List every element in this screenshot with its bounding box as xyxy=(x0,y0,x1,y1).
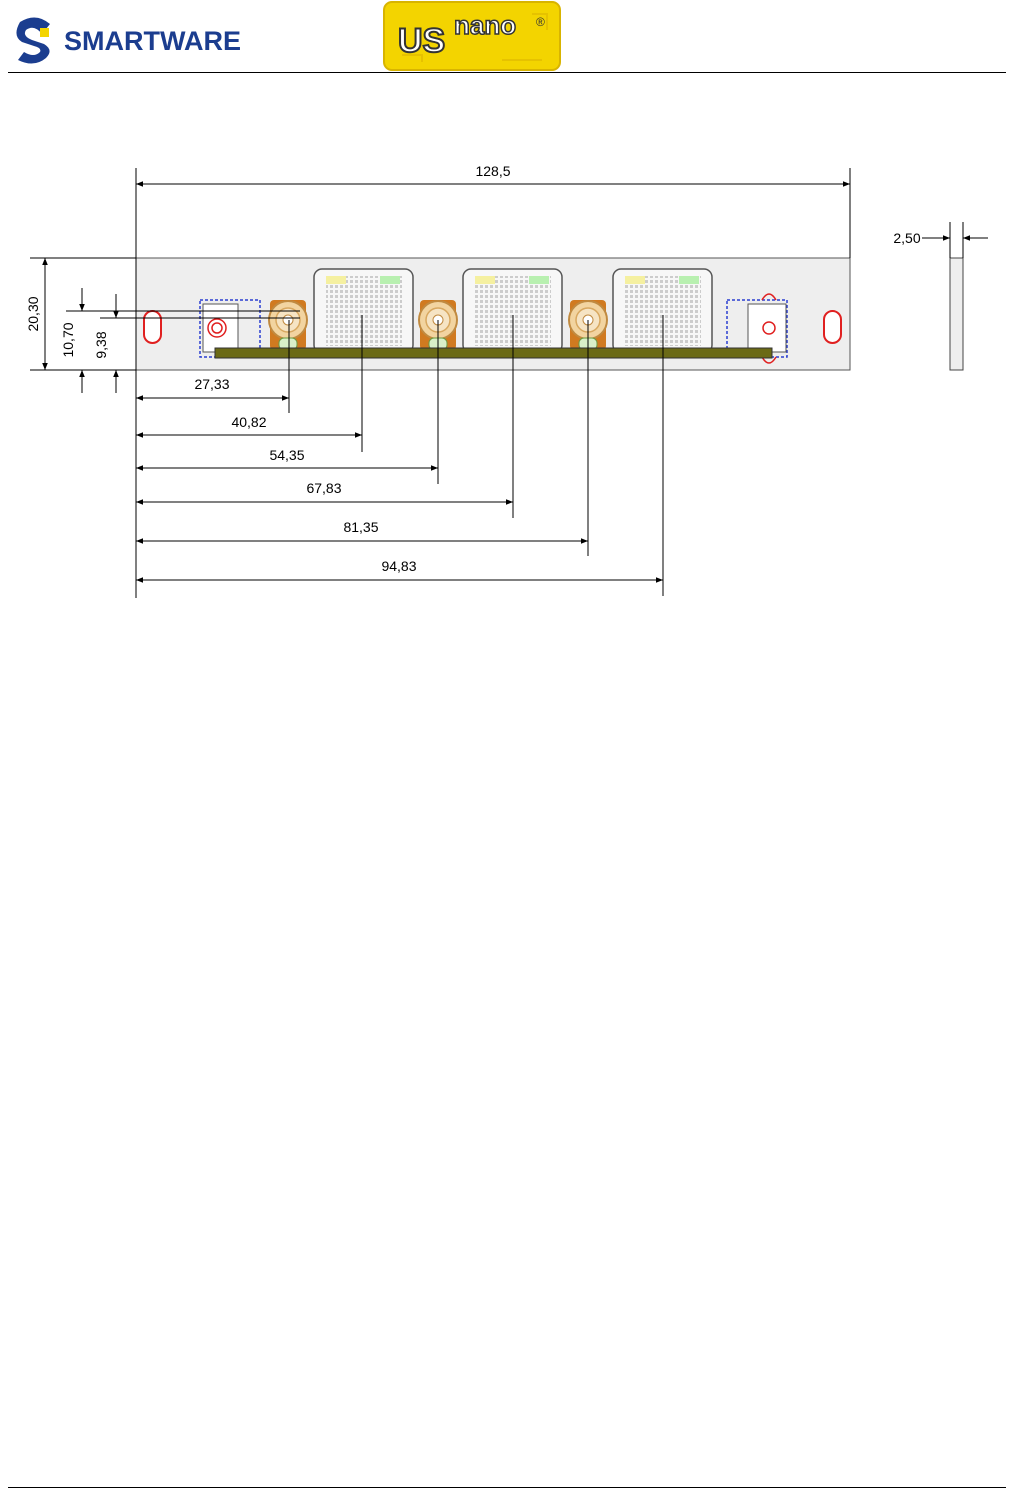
dim-label-overall: 128,5 xyxy=(475,163,510,179)
footer-rule xyxy=(8,1487,1006,1488)
dim-label-pos-1: 27,33 xyxy=(194,376,229,392)
display-module-1 xyxy=(314,269,413,353)
dim-label-pos-5: 81,35 xyxy=(343,519,378,535)
mounting-slot-right xyxy=(824,311,841,343)
dim-label-pos-6: 94,83 xyxy=(381,558,416,574)
extension-lines xyxy=(30,168,963,598)
transducer-1 xyxy=(269,300,307,350)
dim-label-pos-2: 40,82 xyxy=(231,414,266,430)
dim-label-pos-3: 54,35 xyxy=(269,447,304,463)
technical-drawing: 128,5 2,50 20,30 10,70 9,38 27,33 40,82 … xyxy=(0,0,1013,700)
dim-label-height: 20,30 xyxy=(25,296,41,331)
dim-label-hole-b: 9,38 xyxy=(93,331,109,358)
mounting-rail xyxy=(215,348,772,358)
mounting-slot-left xyxy=(144,311,161,343)
side-view xyxy=(950,258,963,370)
dim-label-hole-a: 10,70 xyxy=(60,322,76,357)
dim-label-pos-4: 67,83 xyxy=(306,480,341,496)
dim-label-thickness: 2,50 xyxy=(893,230,920,246)
